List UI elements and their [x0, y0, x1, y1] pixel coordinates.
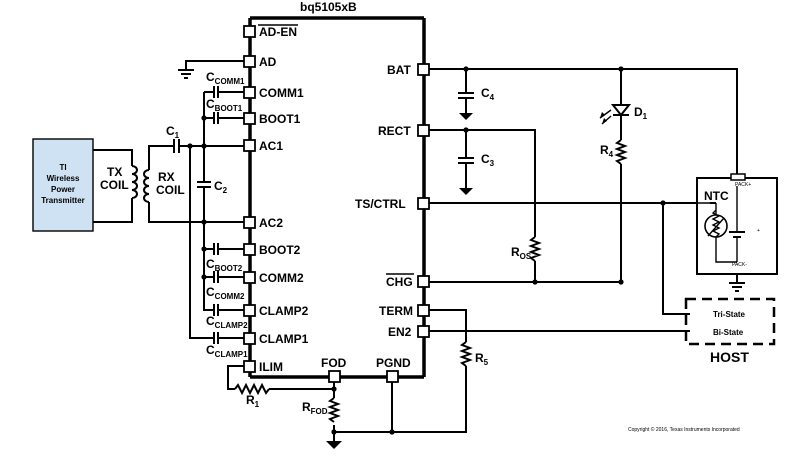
capacitor-c2 [197, 181, 211, 188]
tx-coil-label-2: COIL [100, 178, 129, 192]
capacitor-c3 [458, 157, 474, 164]
pin-label-ac1: AC1 [259, 139, 283, 153]
pin-label-rect: RECT [378, 124, 411, 138]
pin-label-clamp1: CLAMP1 [259, 332, 309, 346]
r1-label: R1 [246, 393, 260, 409]
resistor-ros-icon [528, 236, 542, 262]
cclamp2-label: CCLAMP2 [206, 314, 248, 330]
c1-label: C1 [166, 124, 180, 140]
pin-en2 [417, 325, 430, 338]
pin-label-fod: FOD [321, 356, 347, 370]
pin-boot2 [243, 243, 256, 256]
r5-label: R5 [475, 351, 489, 367]
capacitor-c1 [173, 139, 180, 153]
ground-c3-icon [459, 188, 473, 195]
pin-boot1 [243, 112, 256, 125]
pin-ad-en [243, 25, 256, 38]
transmitter-block: TI Wireless Power Transmitter [32, 138, 94, 232]
transmitter-line2: Wireless [47, 174, 80, 183]
cboot1-label: CBOOT1 [206, 97, 243, 113]
resistor-rfod-icon [327, 397, 341, 423]
tx-coil-icon [131, 165, 138, 199]
pin-ac2 [243, 216, 256, 229]
pin-rect [417, 124, 430, 137]
bi-state-label: Bi-State [713, 328, 744, 337]
pin-comm2 [243, 271, 256, 284]
pin-label-comm1: COMM1 [259, 86, 304, 100]
rx-coil-icon [143, 169, 150, 203]
ground-fod-icon [326, 441, 342, 449]
pin-label-term: TERM [379, 304, 413, 318]
pin-label-chg: CHG [386, 275, 413, 289]
rfod-label: RFOD [302, 400, 328, 416]
capacitor-cboot2 [213, 243, 219, 255]
ground-ad-icon [178, 69, 194, 79]
ic-title: bq5105xB [300, 0, 357, 14]
pin-term [417, 304, 430, 317]
pin-clamp1 [243, 332, 256, 345]
pin-ac1 [243, 139, 256, 152]
resistor-r4-icon [614, 139, 628, 165]
tx-coil-label-1: TX [107, 165, 122, 179]
capacitor-cboot1 [213, 112, 219, 124]
pin-label-ad: AD [259, 55, 277, 69]
pin-label-boot2: BOOT2 [259, 243, 301, 257]
cboot2-label: CBOOT2 [206, 257, 243, 273]
pin-label-ts-ctrl: TS/CTRL [355, 197, 406, 211]
pin-label-pgnd: PGND [376, 356, 411, 370]
pin-label-en2: EN2 [388, 325, 412, 339]
transmitter-line3: Power [51, 185, 75, 194]
pin-bat [417, 63, 430, 76]
copyright-text: Copyright © 2016, Texas Instruments Inco… [628, 426, 740, 433]
ros-label: ROS [511, 245, 532, 261]
led-d1-icon [599, 104, 632, 125]
ground-battery-icon [729, 282, 745, 292]
ccomm2-label: CCOMM2 [206, 285, 245, 301]
capacitor-c4 [458, 92, 474, 99]
pin-label-ac2: AC2 [259, 216, 283, 230]
pin-label-bat: BAT [387, 63, 411, 77]
pin-label-ad-en: AD-EN [259, 25, 297, 39]
rx-coil-label-2: COIL [156, 183, 185, 197]
cclamp1-label: CCLAMP1 [206, 343, 248, 359]
ccomm1-label: CCOMM1 [206, 70, 245, 86]
battery-pack: PACK+ NTC + PACK- [663, 173, 778, 292]
pin-label-boot1: BOOT1 [259, 112, 301, 126]
pack-minus-label: PACK- [732, 262, 747, 268]
pin-label-ilim: ILIM [259, 360, 283, 374]
pin-label-comm2: COMM2 [259, 271, 304, 285]
c4-label: C4 [481, 86, 495, 102]
pin-pgnd [386, 370, 399, 383]
ntc-label: NTC [704, 189, 729, 203]
c3-label: C3 [481, 152, 495, 168]
r4-label: R4 [600, 143, 614, 159]
rx-coil-label-1: RX [158, 170, 175, 184]
transmitter-line4: Transmitter [41, 196, 85, 205]
c2-label: C2 [214, 179, 228, 195]
pin-fod [328, 370, 341, 383]
pin-ad [243, 55, 256, 68]
svg-text:+: + [757, 228, 760, 234]
pack-plus-label: PACK+ [735, 182, 751, 188]
resistor-r1-icon [234, 382, 270, 396]
tri-state-label: Tri-State [713, 310, 746, 319]
transmitter-line1: TI [59, 163, 66, 172]
pin-comm1 [243, 86, 256, 99]
pin-ilim [243, 360, 256, 373]
resistor-r5-icon [459, 341, 473, 367]
d1-label: D1 [634, 105, 648, 121]
pin-clamp2 [243, 304, 256, 317]
pin-ts-ctrl [417, 197, 430, 210]
ground-c4-icon [459, 113, 473, 120]
pin-label-clamp2: CLAMP2 [259, 304, 309, 318]
host-label: HOST [710, 349, 749, 365]
pin-chg [417, 275, 430, 288]
host-block: Tri-State Bi-State HOST [684, 297, 776, 365]
